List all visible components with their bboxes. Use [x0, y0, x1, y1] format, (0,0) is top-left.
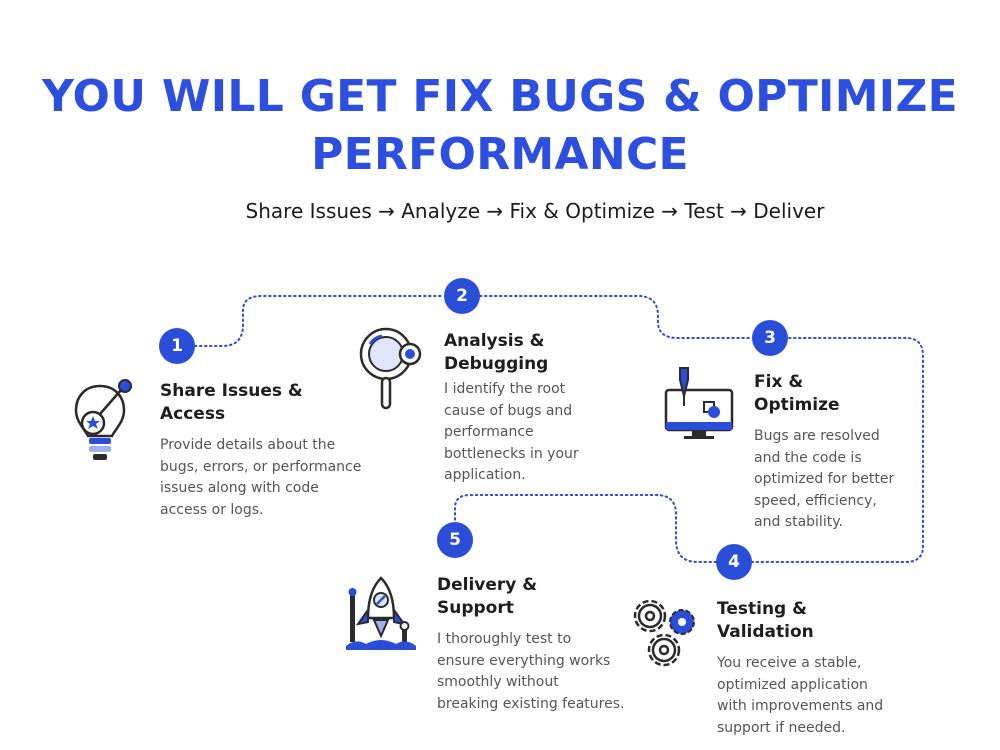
connector-4-5 [454, 494, 717, 563]
step-5-badge: 5 [437, 522, 473, 558]
step-4-title: Testing & Validation [717, 599, 814, 642]
lightbulb-star-icon [74, 379, 132, 460]
step-1-badge: 1 [159, 328, 195, 364]
step-2-badge: 2 [444, 278, 480, 314]
step-5-title: Delivery & Support [437, 575, 538, 618]
page-title: YOU WILL GET FIX BUGS & OPTIMIZE PERFORM… [0, 68, 1000, 184]
step-2-description: I identify the root cause of bugs and pe… [444, 381, 579, 483]
step-1-description: Provide details about the bugs, errors, … [160, 437, 362, 518]
rocket-icon [346, 576, 416, 650]
title-line-1: YOU WILL GET FIX BUGS & OPTIMIZE [41, 71, 959, 122]
step-1-title: Share Issues & Access [160, 381, 303, 424]
process-subtitle: Share Issues → Analyze → Fix & Optimize … [245, 199, 825, 223]
step-3-title: Fix & Optimize [754, 372, 840, 415]
connector-1-2 [194, 295, 445, 347]
title-line-2: PERFORMANCE [311, 129, 689, 180]
monitor-pen-icon [664, 367, 734, 439]
magnifier-icon [359, 327, 422, 410]
connector-2-3 [479, 295, 753, 339]
step-3-badge: 3 [752, 320, 788, 356]
gears-icon [633, 599, 695, 667]
step-3-description: Bugs are resolved and the code is optimi… [754, 428, 895, 530]
step-4-description: You receive a stable, optimized applicat… [717, 655, 884, 736]
connector-3-4 [751, 337, 924, 563]
step-5-description: I thoroughly test to ensure everything w… [437, 631, 625, 712]
step-2-title: Analysis & Debugging [444, 331, 549, 374]
step-4-badge: 4 [716, 544, 752, 580]
